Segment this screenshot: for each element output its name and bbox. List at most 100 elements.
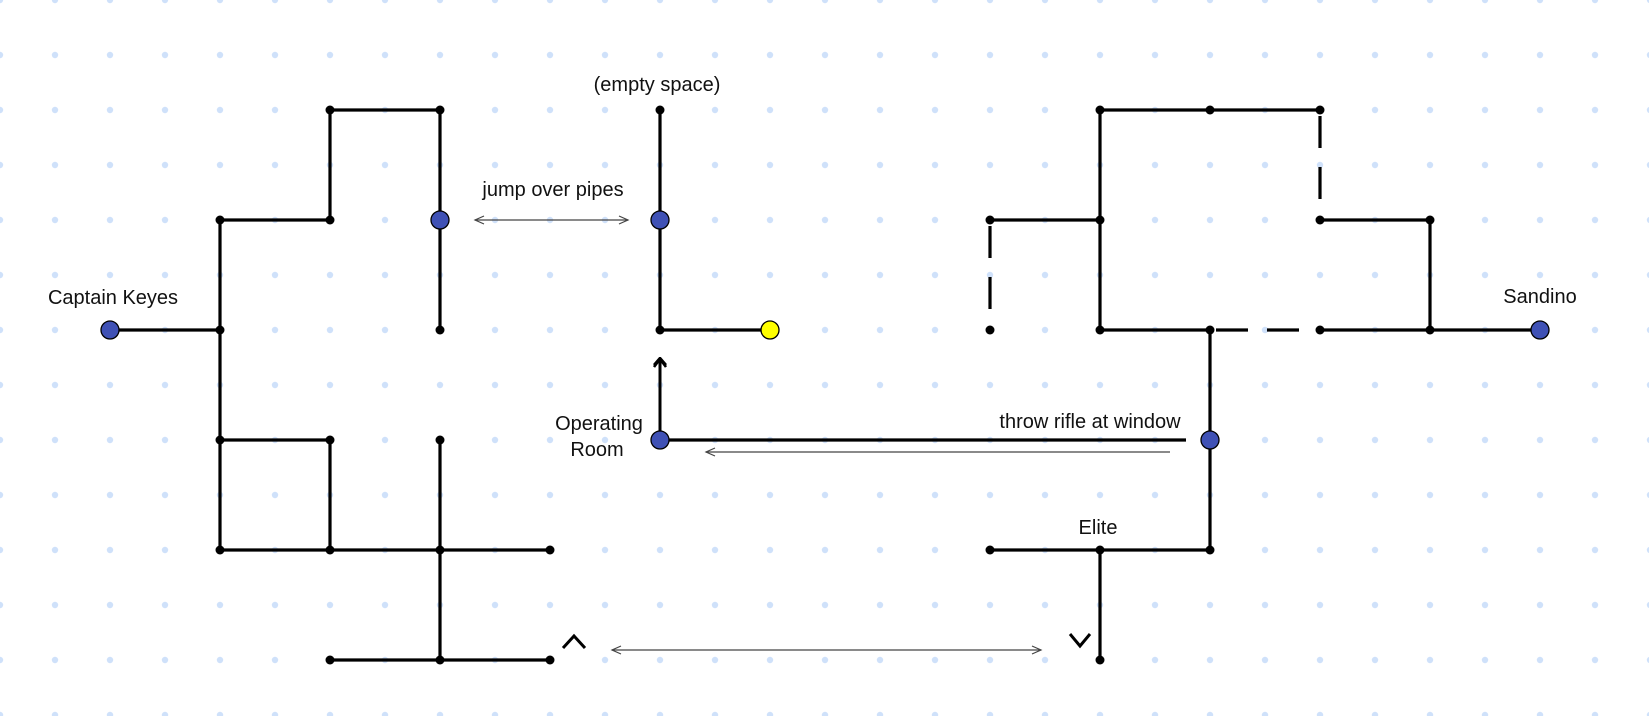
grid-dot xyxy=(1536,491,1544,499)
grid-dot xyxy=(766,491,774,499)
grid-dot xyxy=(491,381,499,389)
grid-dot xyxy=(106,601,114,609)
grid-dot xyxy=(601,326,609,334)
grid-dot xyxy=(821,546,829,554)
grid-dot xyxy=(931,601,939,609)
grid-dot xyxy=(381,601,389,609)
grid-dot xyxy=(1591,0,1599,4)
grid-dot xyxy=(546,161,554,169)
grid-dot xyxy=(1206,271,1214,279)
grid-dot xyxy=(546,711,554,716)
grid-dot xyxy=(381,381,389,389)
grid-dot xyxy=(876,161,884,169)
junction-dot xyxy=(655,325,665,335)
grid-dot xyxy=(601,161,609,169)
grid-dot xyxy=(51,216,59,224)
grid-dot xyxy=(1151,656,1159,664)
grid-dot xyxy=(1481,656,1489,664)
grid-dot xyxy=(1481,711,1489,716)
grid-dot xyxy=(656,51,664,59)
grid-dot xyxy=(51,326,59,334)
grid-dot xyxy=(491,601,499,609)
junction-dot xyxy=(1205,545,1215,555)
grid-dot xyxy=(271,106,279,114)
grid-dot xyxy=(0,491,4,499)
grid-dot xyxy=(326,381,334,389)
grid-dot xyxy=(931,711,939,716)
grid-dot xyxy=(1536,216,1544,224)
grid-dot xyxy=(821,656,829,664)
grid-dot xyxy=(1261,51,1269,59)
grid-dot xyxy=(491,271,499,279)
grid-dot xyxy=(1646,601,1649,609)
operating-room-node xyxy=(650,430,670,450)
grid-dot xyxy=(51,491,59,499)
grid-dot xyxy=(381,271,389,279)
grid-dot xyxy=(1536,656,1544,664)
grid-dot xyxy=(1646,326,1649,334)
grid-dot xyxy=(601,106,609,114)
grid-dot xyxy=(931,106,939,114)
junction-dot xyxy=(435,435,445,445)
grid-dot xyxy=(931,161,939,169)
grid-dot xyxy=(0,0,4,4)
junction-dot xyxy=(325,435,335,445)
junction-dot xyxy=(325,545,335,555)
grid-dot xyxy=(51,656,59,664)
grid-dot xyxy=(711,216,719,224)
grid-dot xyxy=(1261,0,1269,4)
grid-dot xyxy=(931,656,939,664)
grid-dot xyxy=(161,546,169,554)
grid-dot xyxy=(546,326,554,334)
grid-dot xyxy=(1316,656,1324,664)
junction-dot xyxy=(1095,325,1105,335)
grid-dot xyxy=(216,711,224,716)
grid-dot xyxy=(1371,0,1379,4)
grid-dot xyxy=(1316,546,1324,554)
grid-dot xyxy=(1591,326,1599,334)
grid-dot xyxy=(766,216,774,224)
grid-dot xyxy=(161,271,169,279)
grid-dot xyxy=(106,656,114,664)
junction-dot xyxy=(1095,105,1105,115)
label-sandino: Sandino xyxy=(1503,286,1576,308)
grid-dot xyxy=(491,326,499,334)
grid-dot xyxy=(0,656,4,664)
junction-dot xyxy=(985,215,995,225)
grid-dot xyxy=(931,271,939,279)
grid-dot xyxy=(821,711,829,716)
grid-dot xyxy=(601,601,609,609)
grid-dot xyxy=(51,546,59,554)
grid-dot xyxy=(766,381,774,389)
junction-dot xyxy=(1205,325,1215,335)
grid-dot xyxy=(271,271,279,279)
junction-dot xyxy=(1205,105,1215,115)
junction-dot xyxy=(1425,325,1435,335)
junction-dot xyxy=(325,215,335,225)
grid-dot xyxy=(711,51,719,59)
grid-dot xyxy=(1206,51,1214,59)
grid-dot xyxy=(271,0,279,4)
grid-dot xyxy=(766,656,774,664)
grid-dot xyxy=(1261,436,1269,444)
grid-dot xyxy=(381,711,389,716)
junction-dot xyxy=(435,105,445,115)
grid-dot xyxy=(821,106,829,114)
grid-dot xyxy=(161,381,169,389)
grid-dot xyxy=(931,216,939,224)
grid-dot xyxy=(326,0,334,4)
grid-dot xyxy=(271,601,279,609)
grid-dot xyxy=(711,491,719,499)
grid-dot xyxy=(986,711,994,716)
grid-dot xyxy=(1646,546,1649,554)
grid-dot xyxy=(711,546,719,554)
grid-dot xyxy=(931,51,939,59)
grid-dot xyxy=(161,161,169,169)
grid-dot xyxy=(0,106,4,114)
grid-dot xyxy=(1206,601,1214,609)
right-pipe-node xyxy=(650,210,670,230)
grid-dot xyxy=(381,326,389,334)
grid-dot xyxy=(491,711,499,716)
grid-dot xyxy=(1261,656,1269,664)
grid-dot xyxy=(1371,161,1379,169)
